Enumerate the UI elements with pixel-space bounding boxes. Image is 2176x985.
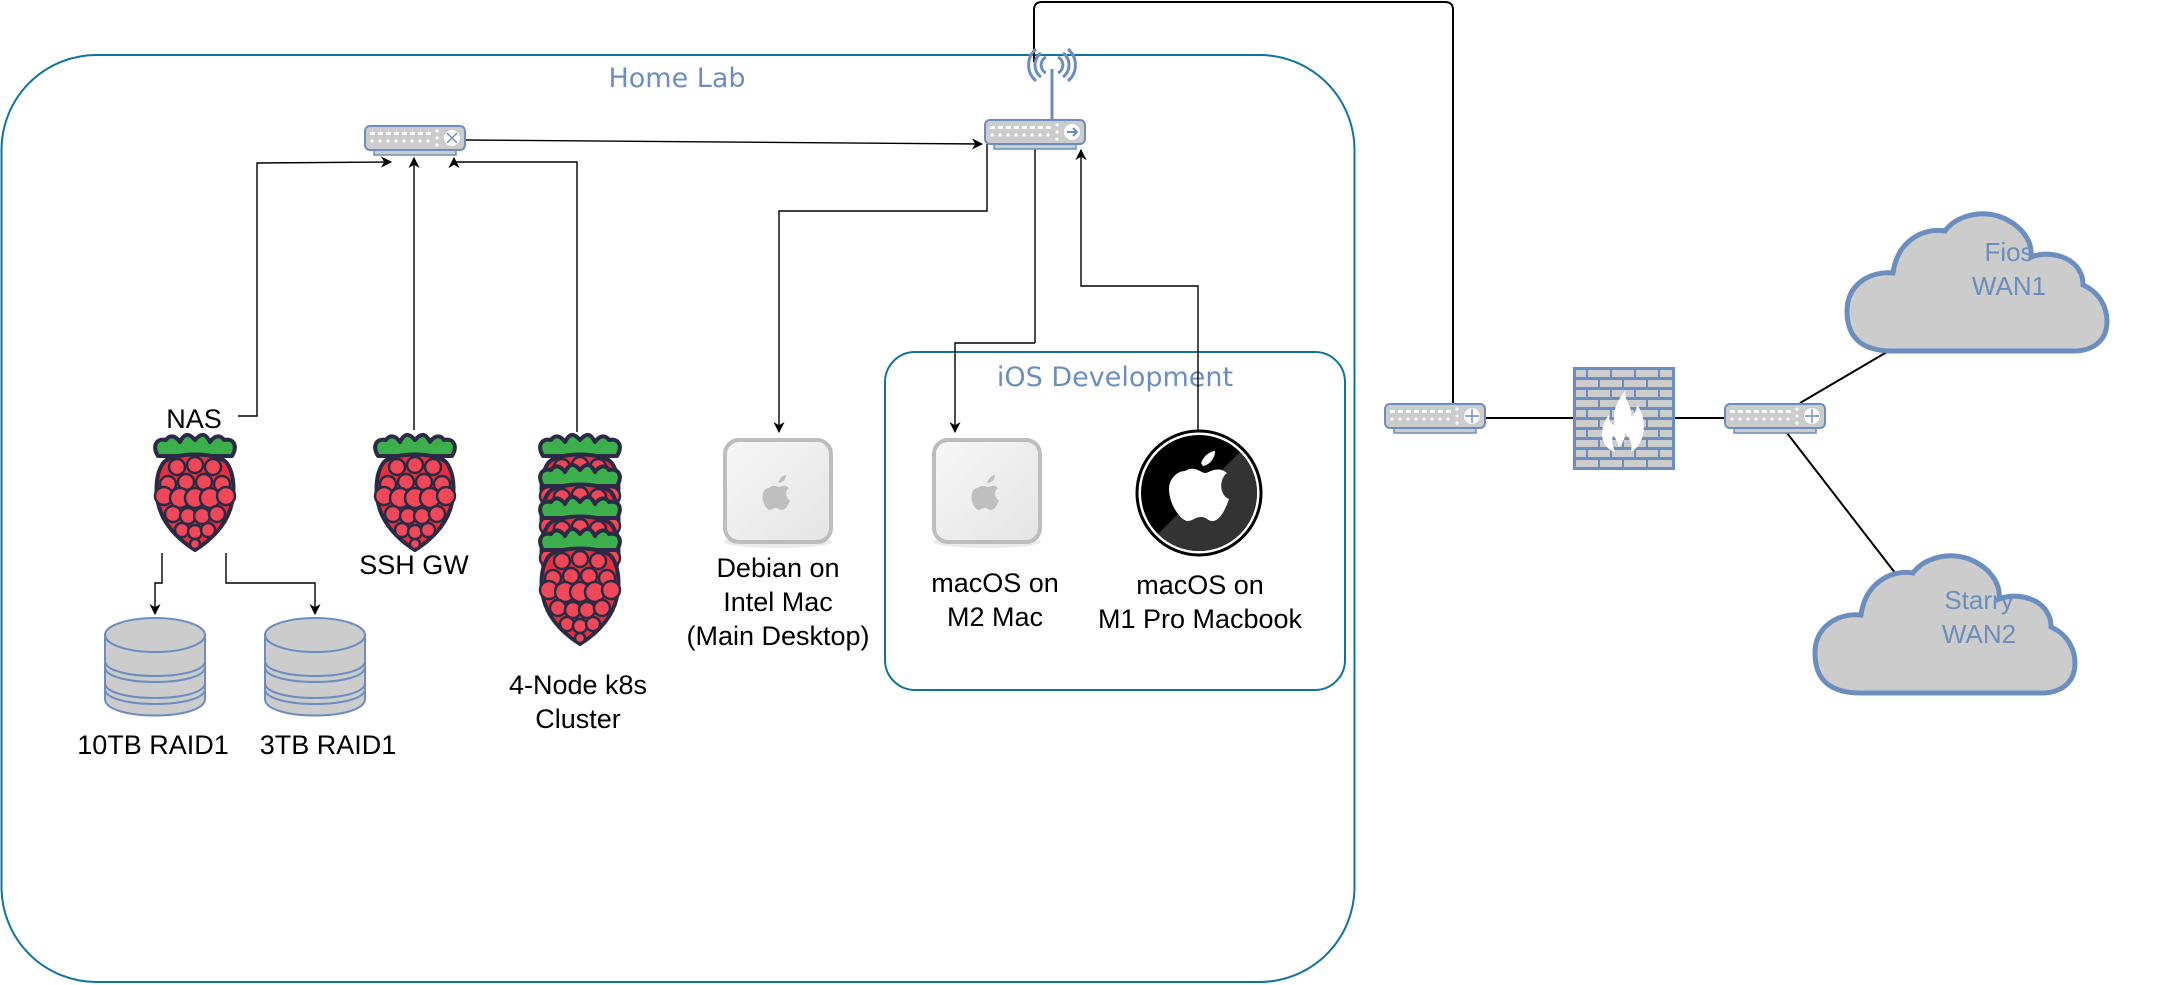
fios-cloud-icon[interactable]: Fios WAN1 bbox=[1844, 211, 2110, 354]
nas-label: NAS bbox=[166, 404, 222, 434]
k8s-label-line2: Cluster bbox=[535, 704, 621, 734]
ssh-gw-label: SSH GW bbox=[359, 550, 469, 580]
edge-switch-router[interactable] bbox=[464, 138, 984, 150]
lan-switch[interactable] bbox=[364, 125, 466, 156]
arrow-right-icon bbox=[1067, 127, 1079, 137]
starry-label-line2: WAN2 bbox=[1942, 619, 2016, 649]
edge-router-debian[interactable] bbox=[773, 144, 988, 434]
flame-icon bbox=[1602, 391, 1644, 452]
ios-development-label: iOS Development bbox=[997, 362, 1233, 393]
m2-label-line2: M2 Mac bbox=[947, 602, 1043, 632]
edge-k8s-switch[interactable] bbox=[448, 156, 578, 432]
nas-raspberry-pi-icon[interactable] bbox=[153, 432, 237, 552]
edge-nas-10tb[interactable] bbox=[149, 553, 163, 616]
router-arrows-icon bbox=[1805, 409, 1819, 423]
wan-router-outer[interactable] bbox=[1724, 403, 1826, 434]
wifi-router[interactable] bbox=[984, 47, 1086, 150]
k8s-cluster-raspberry-pi-stack-icon[interactable] bbox=[538, 432, 622, 646]
edge-wan-fios[interactable] bbox=[1799, 348, 1893, 404]
edge-m1-router[interactable] bbox=[1075, 148, 1199, 556]
ssh-gw-raspberry-pi-icon[interactable] bbox=[373, 432, 457, 552]
wifi-antenna-icon bbox=[1027, 47, 1077, 119]
starry-label-line1: Starry bbox=[1944, 585, 2013, 615]
debian-mac-mini-icon[interactable] bbox=[722, 438, 834, 550]
edge-nas-3tb[interactable] bbox=[225, 553, 321, 616]
starry-cloud-icon[interactable]: Starry WAN2 bbox=[1812, 553, 2078, 696]
fios-label-line1: Fios bbox=[1984, 237, 2033, 267]
drive-10tb-database-icon[interactable] bbox=[104, 617, 206, 717]
debian-label-line2: Intel Mac bbox=[723, 587, 833, 617]
m1-label-line2: M1 Pro Macbook bbox=[1098, 604, 1303, 634]
ios-development-group bbox=[884, 351, 1346, 691]
edges bbox=[149, 1, 1900, 616]
drive-10tb-label: 10TB RAID1 bbox=[77, 730, 229, 760]
wan-router-inner[interactable] bbox=[1384, 403, 1486, 434]
edge-router-m2[interactable] bbox=[949, 342, 1035, 434]
m2-mac-mini-icon[interactable] bbox=[931, 438, 1043, 550]
home-lab-group bbox=[0, 54, 1356, 983]
edge-wan-starry[interactable] bbox=[1786, 432, 1900, 579]
edge-router-wan[interactable] bbox=[1033, 1, 1454, 403]
m1-macbook-apple-logo-icon[interactable] bbox=[1135, 429, 1263, 557]
drive-3tb-label: 3TB RAID1 bbox=[260, 730, 397, 760]
edge-nas-switch[interactable] bbox=[238, 156, 393, 417]
m1-label-line1: macOS on bbox=[1136, 570, 1264, 600]
switch-arrows-icon bbox=[446, 132, 458, 144]
home-lab-label: Home Lab bbox=[608, 63, 745, 94]
fios-label-line2: WAN1 bbox=[1972, 271, 2046, 301]
debian-label-line3: (Main Desktop) bbox=[686, 621, 869, 651]
firewall-icon[interactable] bbox=[1573, 367, 1675, 470]
debian-label-line1: Debian on bbox=[716, 553, 839, 583]
k8s-label-line1: 4-Node k8s bbox=[509, 670, 647, 700]
router-arrows-icon bbox=[1465, 409, 1479, 423]
m2-label-line1: macOS on bbox=[931, 568, 1059, 598]
drive-3tb-database-icon[interactable] bbox=[264, 617, 366, 717]
